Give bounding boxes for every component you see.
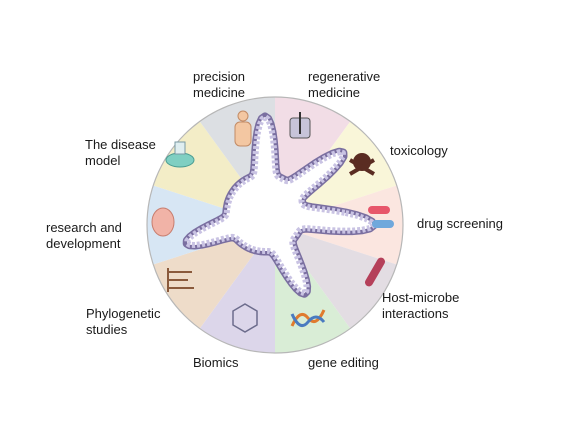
label-gene-editing: gene editing [308,355,379,370]
label-research-development: research and development [46,220,122,251]
label-drug-screening: drug screening [417,216,503,231]
label-regenerative-medicine: regenerative medicine [308,69,381,100]
sector-5 [199,225,275,353]
sector-6 [153,225,275,329]
bacterium-icon [365,257,385,287]
organoid-cells [184,114,376,297]
label-host-microbe: Host-microbe interactions [382,290,460,321]
skull-icon [348,153,376,176]
label-biomics: Biomics [193,355,239,370]
label-phylogenetic-studies: Phylogenetic studies [86,306,161,337]
pills-icon [368,206,394,228]
bioreactor-icon [289,112,311,139]
embryo-icon [151,207,175,237]
dna-icon [290,309,326,328]
label-toxicology: toxicology [390,143,448,158]
label-precision-medicine: precision medicine [193,69,246,100]
label-disease-model: The disease model [85,137,156,168]
phylogenetic-tree-icon [167,268,194,292]
molecule-hexagon-icon [232,303,258,333]
human-body-icon [234,110,252,147]
wheel-outline [146,96,404,354]
petri-dish-icon [165,141,195,168]
sector-3 [275,225,397,329]
